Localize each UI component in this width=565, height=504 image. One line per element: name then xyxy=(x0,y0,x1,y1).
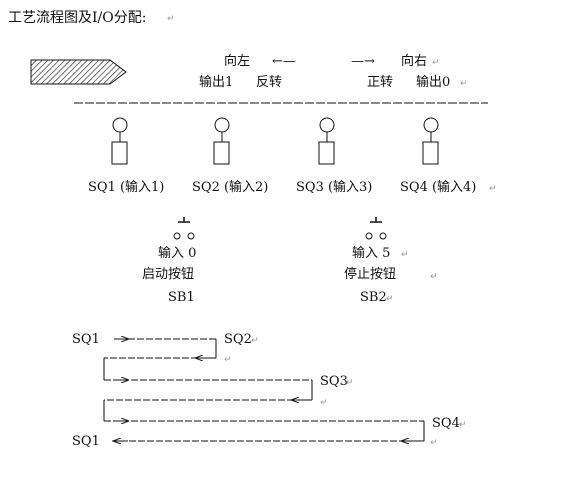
left-output-label: 输出1 xyxy=(199,75,234,90)
return-mark: ↵ xyxy=(401,250,409,260)
limit-switch-sq1-icon xyxy=(111,117,128,165)
limit-switch-sq4-icon xyxy=(422,117,439,165)
return-mark: ↵ xyxy=(460,79,468,89)
start-pushbutton-icon xyxy=(173,217,195,240)
sensor-label-sq4: SQ4 (输入4) xyxy=(400,180,477,195)
right-direction-label: 向右 xyxy=(401,54,428,69)
stop-button-input: 输入 5 xyxy=(352,246,391,261)
return-mark: ↵ xyxy=(346,378,354,388)
left-action-label: 反转 xyxy=(256,75,283,90)
return-mark: ↵ xyxy=(167,14,175,24)
return-mark: ↵ xyxy=(386,294,394,304)
start-button-code: SB1 xyxy=(168,290,195,305)
start-button-name: 启动按钮 xyxy=(142,267,195,282)
return-mark: ↵ xyxy=(430,272,438,282)
sequence-step-sq4: SQ4 xyxy=(432,416,460,431)
limit-switch-sq2-icon xyxy=(213,117,230,165)
sensor-label-sq1: SQ1 (输入1) xyxy=(88,180,165,195)
sequence-step-sq2: SQ2 xyxy=(224,332,252,347)
left-arrow: ←— xyxy=(272,54,296,69)
stop-button-name: 停止按钮 xyxy=(344,267,397,282)
start-button-input: 输入 0 xyxy=(158,246,197,261)
return-mark: ↵ xyxy=(224,355,232,365)
sensor-label-sq2: SQ2 (输入2) xyxy=(192,180,269,195)
stop-button-code: SB2 xyxy=(360,290,387,305)
return-mark: ↵ xyxy=(432,58,440,68)
right-output-label: 输出0 xyxy=(416,75,451,90)
return-mark: ↵ xyxy=(251,336,259,346)
sequence-step-sq3: SQ3 xyxy=(320,374,348,389)
right-arrow: —→ xyxy=(351,54,375,69)
sequence-start-label: SQ1 xyxy=(72,332,100,347)
return-mark: ↵ xyxy=(459,420,467,430)
cart-workpiece-icon xyxy=(30,59,127,85)
limit-switch-sq3-icon xyxy=(318,117,335,165)
return-mark: ↵ xyxy=(320,398,328,408)
motion-sequence-diagram xyxy=(103,339,425,441)
left-direction-label: 向左 xyxy=(224,54,251,69)
right-action-label: 正转 xyxy=(367,75,394,90)
sequence-end-label: SQ1 xyxy=(72,434,100,449)
sensor-label-sq3: SQ3 (输入3) xyxy=(296,180,373,195)
return-mark: ↵ xyxy=(489,184,497,194)
stop-pushbutton-icon xyxy=(365,217,387,240)
return-mark: ↵ xyxy=(430,438,438,448)
page-title: 工艺流程图及I/O分配: xyxy=(8,10,147,26)
